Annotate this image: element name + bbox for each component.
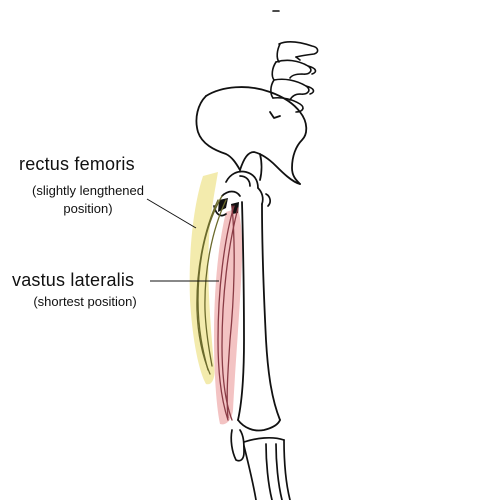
vastus-lateralis-muscle: [217, 205, 239, 421]
rectus-femoris-highlight: [189, 172, 218, 385]
knee-and-lower-leg: [230, 429, 291, 500]
hip-joint: [213, 170, 272, 217]
vastus-lateralis-highlight: [214, 208, 243, 425]
pelvis: [195, 86, 308, 185]
rectus-femoris-note-line2: position): [63, 201, 113, 216]
rectus-femoris-label: rectus femoris: [19, 154, 135, 174]
rectus-femoris-note-line1: (slightly lengthened: [31, 183, 145, 198]
rectus-femoris-muscle: [196, 195, 227, 375]
vastus-lateralis-label: vastus lateralis: [12, 270, 135, 290]
rectus-femoris-leader-line: [146, 198, 197, 229]
lumbar-spine: [270, 10, 319, 113]
vastus-lateralis-note: (shortest position): [33, 294, 137, 309]
femur: [237, 201, 281, 432]
